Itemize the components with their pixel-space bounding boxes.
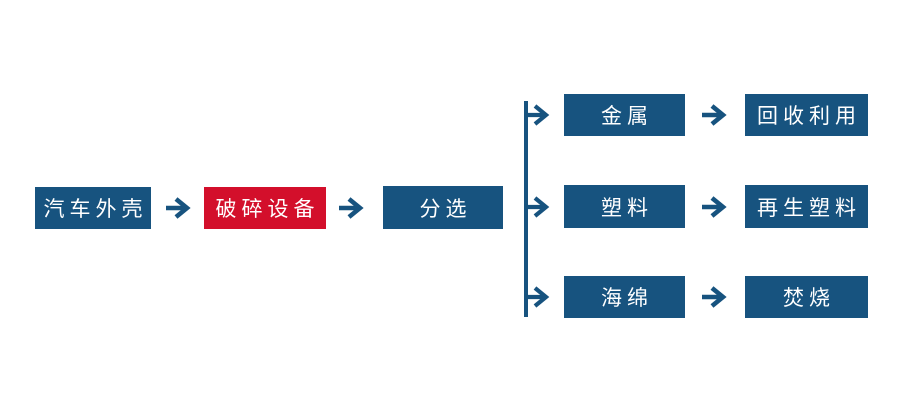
arrow-right-icon — [700, 102, 728, 128]
node-recycling: 回收利用 — [745, 94, 868, 136]
branch-arrow-right-icon — [524, 194, 552, 220]
node-car-shell: 汽车外壳 — [35, 187, 151, 229]
arrow-right-icon — [164, 195, 192, 221]
node-sorting: 分选 — [383, 186, 503, 229]
node-plastic: 塑料 — [564, 185, 685, 228]
branch-arrow-right-icon — [524, 284, 552, 310]
arrow-right-icon — [337, 195, 365, 221]
branch-arrow-right-icon — [524, 102, 552, 128]
arrow-right-icon — [700, 194, 728, 220]
node-recycled-plastic: 再生塑料 — [745, 185, 868, 228]
node-sponge: 海绵 — [564, 276, 685, 318]
arrow-right-icon — [700, 284, 728, 310]
node-metal: 金属 — [564, 94, 685, 136]
node-crushing-equipment: 破碎设备 — [204, 187, 326, 229]
node-incineration: 焚烧 — [745, 276, 868, 318]
